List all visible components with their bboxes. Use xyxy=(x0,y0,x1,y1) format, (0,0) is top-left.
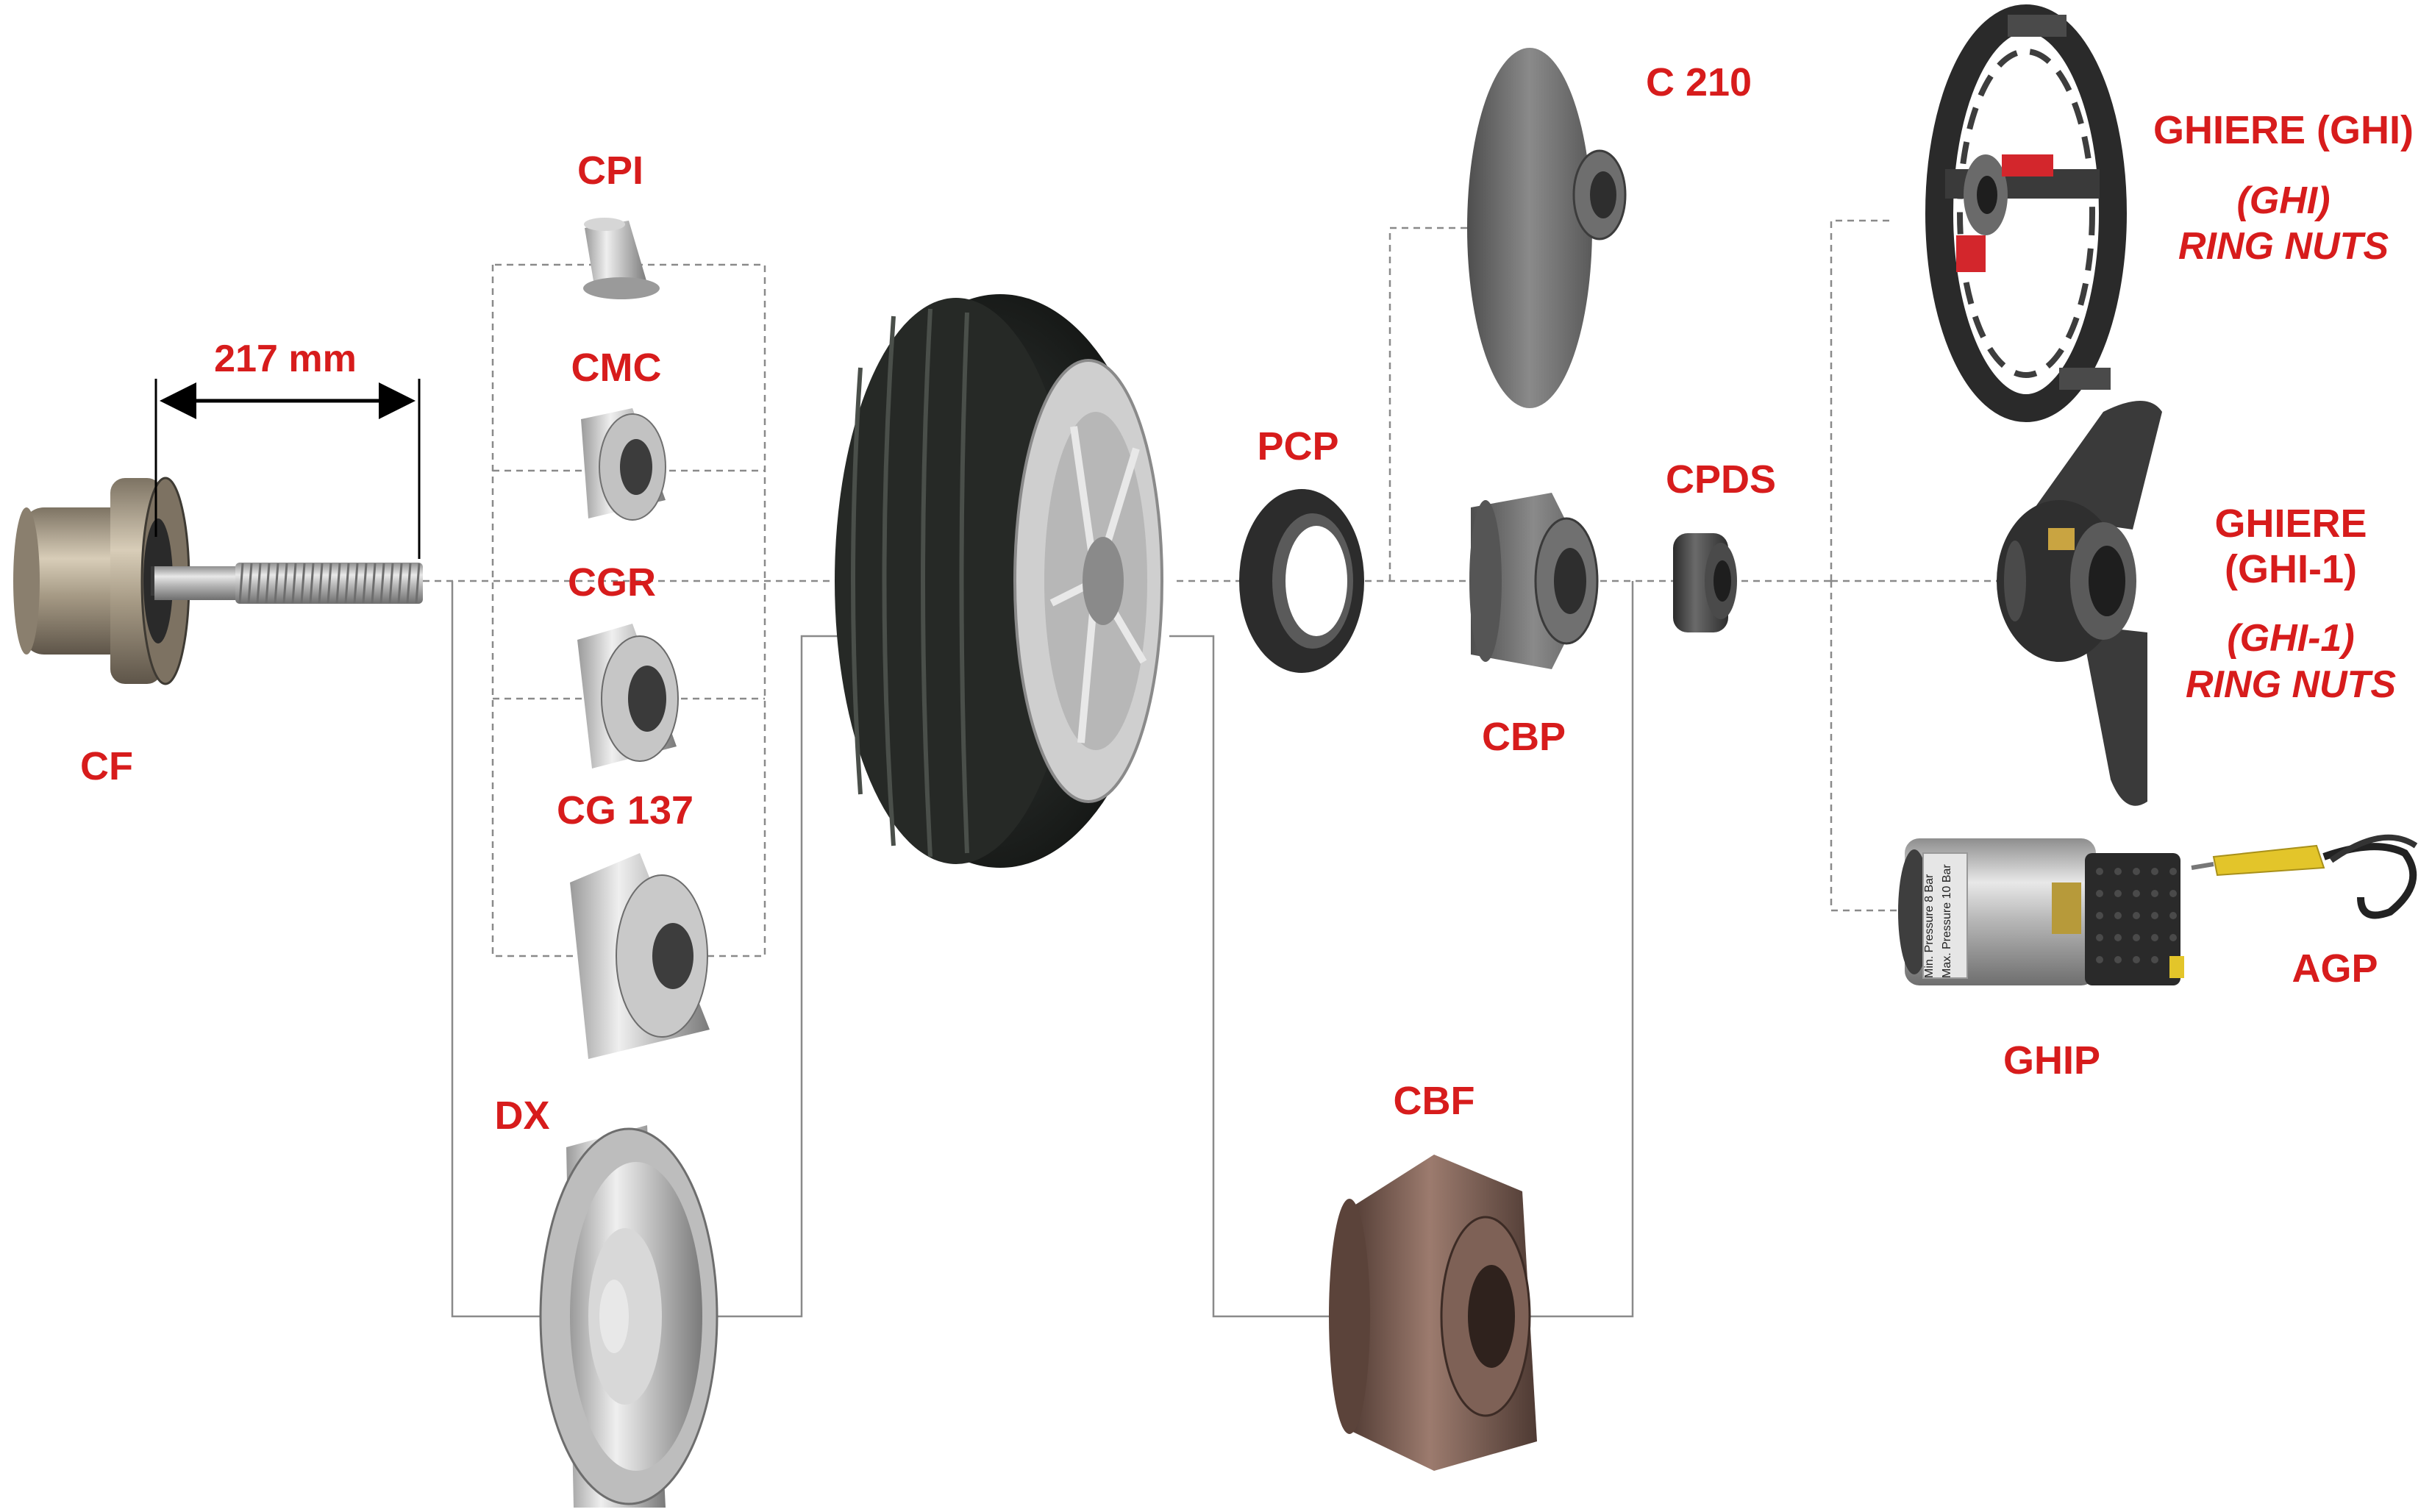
ghip-pressure-min: Min. Pressure 8 Bar xyxy=(1923,874,1936,978)
label-ghi1-title2: (GHI-1) xyxy=(2225,547,2357,591)
ghi1-wing-nut-part xyxy=(1997,401,2162,806)
label-cpds: CPDS xyxy=(1666,457,1776,502)
label-cmc: CMC xyxy=(571,346,662,390)
cpi-cone-part xyxy=(583,218,660,299)
label-ghip: GHIP xyxy=(2003,1038,2100,1083)
shaft-threads xyxy=(238,563,421,604)
label-dx: DX xyxy=(494,1094,549,1138)
label-pcp: PCP xyxy=(1257,424,1338,468)
label-ghi1-sub1: (GHI-1) xyxy=(2227,617,2354,660)
dx-part xyxy=(539,1125,718,1508)
label-cgr: CGR xyxy=(568,560,656,605)
agp-part xyxy=(2191,834,2418,919)
dimension-217mm: 217 mm xyxy=(154,338,421,559)
dimension-label: 217 mm xyxy=(214,338,357,380)
label-cpi: CPI xyxy=(577,149,643,193)
pcp-ring-part xyxy=(1239,489,1364,673)
cf-shaft-part xyxy=(13,477,423,685)
label-ghi-sub1: (GHI) xyxy=(2236,179,2330,222)
cbp-part xyxy=(1469,493,1599,669)
label-cbp: CBP xyxy=(1482,715,1566,759)
label-agp: AGP xyxy=(2292,946,2378,991)
part-labels: CF CPI CMC CGR CG 137 DX PCP C 210 CBP C… xyxy=(80,60,2414,1138)
label-ghi1-title1: GHIERE xyxy=(2214,502,2367,546)
ghip-pressure-max: Max. Pressure 10 Bar xyxy=(1941,864,1953,978)
label-cbf: CBF xyxy=(1394,1079,1475,1123)
label-ghi-title: GHIERE (GHI) xyxy=(2153,108,2414,152)
c210-plate-part xyxy=(1467,48,1627,408)
cg137-cone-part xyxy=(570,853,710,1059)
cmc-cone-part xyxy=(581,408,666,521)
cbf-part xyxy=(1329,1155,1537,1471)
wheel-with-tire xyxy=(835,294,1163,868)
label-c210: C 210 xyxy=(1646,60,1752,104)
label-ghi-sub2: RING NUTS xyxy=(2178,225,2389,268)
ghi-ring-nut-part xyxy=(1925,4,2127,422)
label-ghi1-sub2: RING NUTS xyxy=(2186,663,2396,706)
cgr-cone-part xyxy=(577,624,679,769)
label-cf: CF xyxy=(80,744,133,788)
cpds-part xyxy=(1673,533,1737,632)
label-cg137: CG 137 xyxy=(557,788,693,832)
ghip-part: Min. Pressure 8 Bar Max. Pressure 10 Bar xyxy=(1898,838,2184,985)
